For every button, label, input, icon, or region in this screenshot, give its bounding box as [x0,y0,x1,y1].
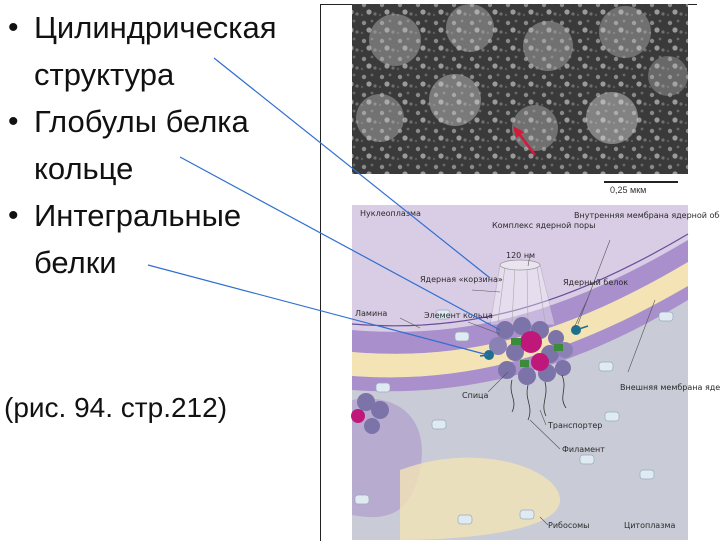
scale-bar [604,181,678,183]
label-nucleoplasm: Нуклеоплазма [360,209,421,218]
micrograph [352,4,688,174]
label-spoke: Спица [462,391,488,400]
label-filament: Филамент [562,445,605,454]
label-basket: Ядерная «корзина» [420,275,503,284]
bullet-text: Глобулы белка кольце [34,104,249,186]
label-inner-membrane: Внутренняя мембрана ядерной оболочки [574,211,720,220]
label-transporter: Транспортер [547,421,602,430]
scale-label: 0,25 мкм [610,185,647,195]
label-outer-membrane: Внешняя мембрана ядерной оболочки [620,383,720,392]
bullet-item: • Цилиндрическая структура [4,4,314,98]
protein-globules [479,317,589,421]
bullet-list: • Цилиндрическая структура • Глобулы белка… [4,4,314,286]
label-cytoplasm: Цитоплазма [624,521,676,530]
label-nuclear-protein: Ядерный белок [563,278,628,287]
bullet-marker: • [8,199,19,232]
label-ring-element: Элемент кольца [424,311,493,320]
bullet-text: Интегральные белки [34,198,242,280]
bullet-item: • Глобулы белка кольце [4,98,314,192]
pore-diagram [351,205,689,540]
pointer-lines [147,57,501,356]
figure-caption: (рис. 94. стр.212) [4,392,228,423]
bullet-item: • Интегральные белки [4,192,314,286]
label-lamina: Ламина [355,309,387,318]
bullet-marker: • [8,11,19,44]
label-ribosomes: Рибосомы [548,521,590,530]
bullet-marker: • [8,105,19,138]
bullet-text: Цилиндрическая структура [34,10,277,92]
label-size: 120 нм [506,251,535,260]
ribosomes [354,309,674,525]
label-complex: Комплекс ядерной поры [492,221,595,230]
